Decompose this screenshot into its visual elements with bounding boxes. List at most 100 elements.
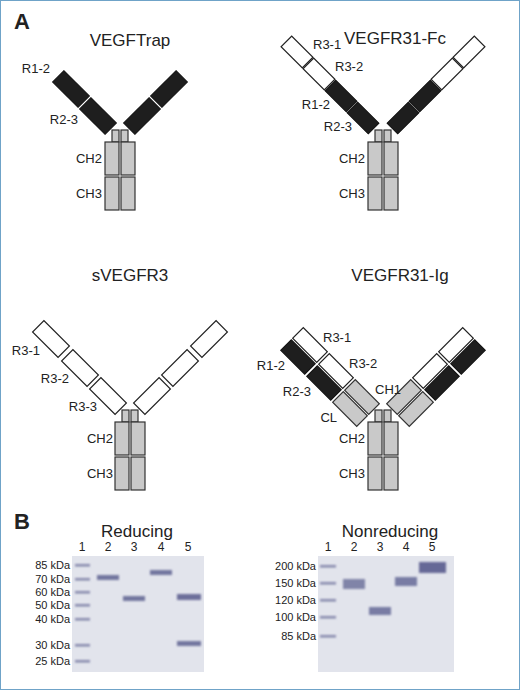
domain-label: CH2 — [339, 152, 365, 165]
fc-domain-box — [368, 422, 382, 455]
marker-label: 25 kDa — [35, 656, 70, 667]
domain-label: CL — [320, 411, 337, 424]
gel-title: Reducing — [101, 523, 173, 540]
domain-box — [399, 392, 434, 427]
lane-number: 2 — [351, 541, 358, 553]
panel-letter: A — [14, 11, 30, 33]
fc-domain-box — [105, 142, 119, 175]
fc-domain-box — [384, 422, 398, 455]
lane-number: 4 — [403, 541, 410, 553]
marker-label: 150 kDa — [275, 578, 316, 589]
domain-label: CH3 — [87, 467, 113, 480]
domain-label: R3-2 — [335, 60, 363, 73]
vegfr31-fc-molecule — [281, 36, 485, 210]
marker-label: 100 kDa — [275, 612, 316, 623]
hinge-box — [375, 130, 382, 142]
domain-label: R3-1 — [12, 344, 40, 357]
marker-label: 120 kDa — [275, 595, 316, 606]
marker-label: 200 kDa — [275, 561, 316, 572]
fc-domain-box — [368, 177, 382, 210]
marker-label: 70 kDa — [35, 574, 70, 585]
ladder-band — [320, 582, 336, 585]
ladder-band — [75, 578, 90, 581]
ladder-band — [75, 644, 90, 647]
panel-letter: B — [14, 511, 30, 533]
ladder-band — [75, 618, 90, 621]
domain-label: CH2 — [339, 432, 365, 445]
nonreducing-gel — [318, 556, 454, 672]
domain-label: R3-2 — [349, 357, 377, 370]
protein-band — [395, 577, 417, 586]
ladder-band — [75, 604, 90, 607]
marker-label: 50 kDa — [35, 600, 70, 611]
marker-label: 40 kDa — [35, 614, 70, 625]
domain-box — [80, 98, 117, 135]
marker-label: 60 kDa — [35, 587, 70, 598]
lane-number: 1 — [79, 541, 86, 553]
protein-band — [177, 594, 201, 600]
domain-box — [162, 350, 199, 387]
domain-box — [191, 321, 228, 358]
domain-label: R1-2 — [257, 359, 285, 372]
gel-bands — [75, 564, 201, 663]
domain-box — [134, 378, 171, 415]
hinge-box — [375, 410, 382, 422]
hinge-box — [384, 130, 391, 142]
gel-background — [72, 556, 204, 672]
vegfr31-ig-molecule — [281, 328, 486, 490]
domain-box — [151, 71, 188, 108]
fc-domain-box — [384, 177, 398, 210]
protein-band — [419, 562, 446, 573]
domain-box — [53, 71, 90, 108]
construct-title: sVEGFR3 — [92, 267, 169, 284]
protein-band — [369, 607, 391, 615]
ladder-band — [320, 599, 336, 602]
ladder-band — [75, 660, 90, 663]
domain-label: R2-3 — [324, 120, 352, 133]
fc-domain-box — [384, 142, 398, 175]
construct-title: VEGFTrap — [90, 32, 171, 49]
domain-label: R1-2 — [22, 62, 50, 75]
domain-box — [281, 340, 316, 375]
ladder-band — [75, 591, 90, 594]
reducing-gel — [72, 556, 204, 672]
lane-number: 2 — [105, 541, 112, 553]
hinge-box — [131, 410, 138, 422]
domain-label: R3-3 — [69, 400, 97, 413]
domain-label: R3-1 — [323, 331, 351, 344]
lane-number: 1 — [325, 541, 332, 553]
protein-band — [343, 579, 365, 589]
fc-domain-box — [115, 422, 129, 455]
domain-box — [453, 36, 485, 68]
domain-box — [425, 366, 460, 401]
domain-box — [307, 366, 342, 401]
domain-label: CH3 — [339, 187, 365, 200]
lane-number: 5 — [429, 541, 436, 553]
fc-domain-box — [131, 457, 145, 490]
domain-box — [124, 98, 161, 135]
protein-band — [97, 575, 119, 580]
lane-number: 4 — [158, 541, 165, 553]
hinge-box — [122, 410, 129, 422]
fc-domain-box — [131, 422, 145, 455]
marker-label: 85 kDa — [35, 560, 70, 571]
fc-domain-box — [115, 457, 129, 490]
protein-band — [150, 570, 172, 575]
domain-label: R3-2 — [41, 372, 69, 385]
fc-domain-box — [121, 142, 135, 175]
vegftrap-molecule — [53, 71, 188, 210]
lane-number: 5 — [185, 541, 192, 553]
protein-band — [177, 641, 201, 646]
domain-label: R3-1 — [313, 38, 341, 51]
domain-label: R1-2 — [302, 98, 330, 111]
domain-label: R2-3 — [283, 385, 311, 398]
construct-title: VEGFR31-Ig — [351, 267, 448, 284]
ladder-band — [75, 564, 90, 567]
domain-label: CH1 — [375, 383, 401, 396]
lane-number: 3 — [131, 541, 138, 553]
marker-label: 85 kDa — [281, 631, 316, 642]
fc-domain-box — [121, 177, 135, 210]
protein-band — [123, 596, 145, 601]
